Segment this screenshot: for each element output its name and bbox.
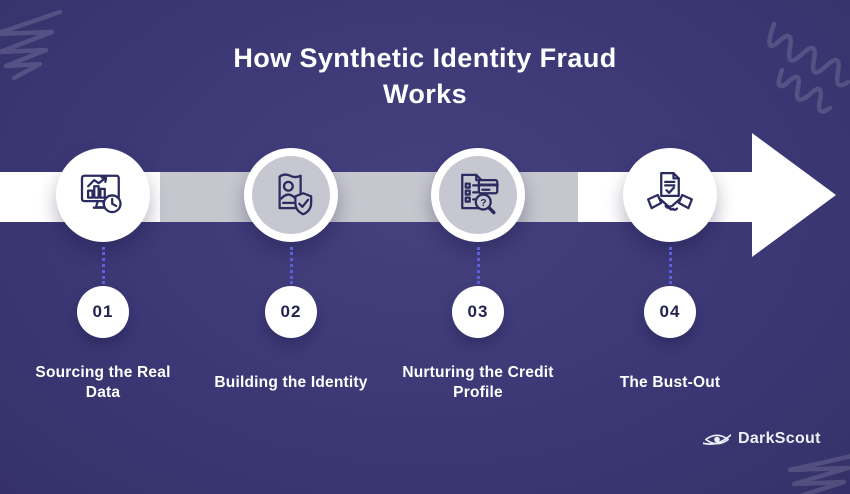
identity-document-shield-icon: [278, 173, 313, 216]
contract-handshake-icon: [646, 171, 694, 211]
step-label: Sourcing the Real Data: [35, 364, 171, 401]
timeline-arrow-head: [752, 133, 836, 257]
step-icon-holder: [252, 156, 330, 234]
step-number-badge: 02: [265, 286, 317, 338]
dotted-connector: [290, 247, 293, 284]
page-title: How Synthetic Identity Fraud Works: [233, 43, 617, 110]
scribble-decoration: [787, 454, 850, 494]
step-icon-holder: [64, 156, 142, 234]
dotted-connector: [669, 247, 672, 284]
step-icon-holder: [631, 156, 709, 234]
step-number-badge: 04: [644, 286, 696, 338]
brand-name: DarkScout: [738, 430, 821, 447]
step-icon-circle: [244, 148, 338, 242]
brand-lockup: DarkScout: [703, 427, 821, 451]
svg-text:?: ?: [480, 197, 486, 209]
monitor-analytics-clock-icon: [80, 174, 122, 214]
step-label: Nurturing the Credit Profile: [402, 364, 554, 401]
scribble-decoration: [0, 9, 63, 81]
step-label: The Bust-Out: [619, 374, 721, 392]
scribble-decoration: [767, 21, 850, 114]
step-icon-circle: [56, 148, 150, 242]
dotted-connector: [102, 247, 105, 284]
step-icon-holder: ?: [439, 156, 517, 234]
step-number-badge: 01: [77, 286, 129, 338]
dotted-connector: [477, 247, 480, 284]
step-icon-circle: ?: [431, 148, 525, 242]
step-icon-circle: [623, 148, 717, 242]
step-label: Building the Identity: [214, 374, 368, 392]
credit-report-magnifier-icon: ?: [461, 173, 499, 215]
step-number-badge: 03: [452, 286, 504, 338]
eye-logo-icon: [703, 433, 731, 445]
